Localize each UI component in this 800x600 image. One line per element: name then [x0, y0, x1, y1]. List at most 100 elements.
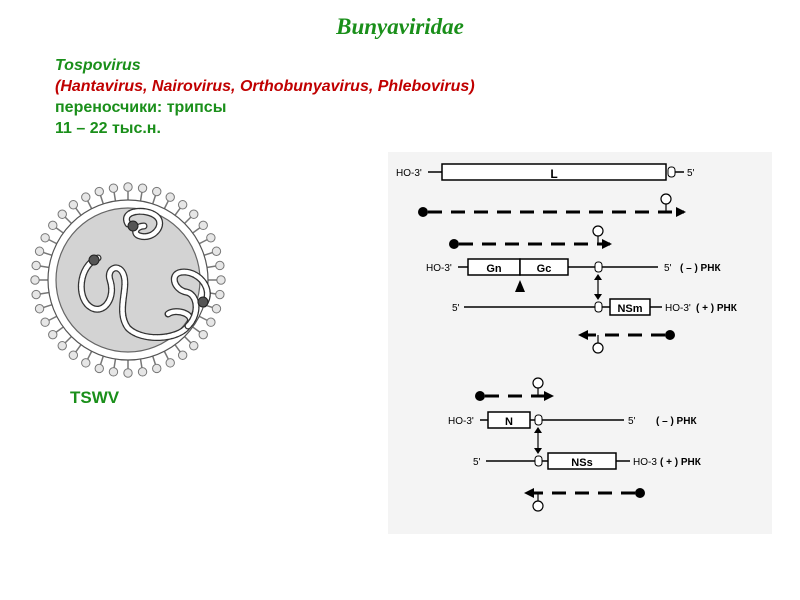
spike-head [177, 350, 188, 360]
spike-head [216, 275, 226, 285]
spike-head [40, 317, 50, 327]
S-terminator [534, 414, 543, 426]
spike-head [152, 363, 162, 374]
spike-head [81, 192, 91, 202]
S-top-polarity: ( – ) РНК [656, 416, 697, 427]
glycoprotein-spike [86, 350, 93, 361]
glycoprotein-spike [173, 206, 182, 217]
NSm-transcript-start [665, 330, 675, 340]
M-cap-icon [592, 225, 604, 237]
spike-head [211, 304, 222, 314]
spike-head [123, 368, 133, 378]
spike-head [31, 260, 41, 271]
spike-head [189, 209, 199, 219]
M-segment: HO-3' Gn Gc 5' ( – ) РНК 5' NSm HO-3' ( … [426, 225, 738, 354]
M-top-right-end: 5' [664, 263, 672, 274]
glycoprotein-spike [38, 265, 51, 269]
spike-head [108, 367, 119, 377]
Gc-gene-label: Gc [537, 263, 552, 275]
glycoprotein-spike [139, 190, 143, 203]
M-terminator [594, 261, 603, 273]
other-genera: (Hantavirus, Nairovirus, Orthobunyavirus… [55, 78, 475, 95]
glycoprotein-spike [86, 199, 93, 210]
genome-size: 11 – 22 тыс.н. [55, 120, 161, 137]
NSs-cap-icon [532, 500, 544, 512]
genome-organisation-diagram: HO-3' L 5' HO-3' Gn Gc 5' ( – ) РНК 5' [388, 152, 772, 534]
N-gene-label: N [505, 416, 513, 428]
L-terminator [667, 166, 676, 178]
S-top-left-end: HO-3' [448, 416, 474, 427]
spike-head [152, 186, 162, 197]
glycoprotein-spike [191, 325, 202, 334]
spike-head [206, 317, 216, 327]
glycoprotein-spike [191, 226, 202, 235]
spike-head [206, 233, 216, 243]
spike-head [94, 363, 104, 374]
spike-head [34, 304, 45, 314]
L-transcript-start [418, 207, 428, 217]
spike-head [68, 200, 79, 210]
glycoprotein-spike [74, 343, 83, 354]
glycoprotein-spike [151, 354, 157, 366]
S-bottom-right-end: HO-3 [633, 457, 657, 468]
spike-head [198, 220, 208, 231]
spike-head [81, 358, 91, 368]
L-cap-icon [660, 193, 672, 205]
glycoprotein-spike [183, 215, 193, 225]
spike-head [215, 260, 225, 271]
spike-head [108, 183, 119, 193]
virion-spikes [30, 182, 226, 378]
S-bottom-polarity: ( + ) РНК [660, 457, 702, 468]
spike-head [137, 183, 148, 193]
spike-head [215, 289, 225, 300]
glycoprotein-spike [113, 357, 117, 370]
S-cap-icon [532, 377, 544, 389]
glycoprotein-spike [173, 343, 182, 354]
M-transcript-start [449, 239, 459, 249]
NSm-gene-label: NSm [617, 303, 642, 315]
L-left-end: HO-3' [396, 168, 422, 179]
M-bottom-polarity: ( + ) РНК [696, 303, 738, 314]
spike-head [57, 341, 67, 351]
glycoprotein-spike [139, 357, 143, 370]
S-bottom-left-end: 5' [473, 457, 481, 468]
NSs-gene-label: NSs [571, 457, 592, 469]
glycoprotein-spike [42, 303, 54, 309]
ribonucleoprotein-strands [77, 207, 211, 342]
spike-head [165, 192, 175, 202]
glycoprotein-spike [47, 315, 58, 322]
spike-head [57, 209, 67, 219]
polymerase-dot [127, 220, 139, 232]
spike-head [189, 341, 199, 351]
spike-head [177, 200, 188, 210]
L-right-end: 5' [687, 168, 695, 179]
glycoprotein-spike [42, 251, 54, 257]
virion-label: TSWV [70, 388, 120, 407]
glycoprotein-spike [47, 238, 58, 245]
genus-name: Tospovirus [55, 57, 141, 74]
L-gene-box [441, 163, 667, 181]
glycoprotein-spike [54, 325, 65, 334]
spike-head [48, 220, 58, 231]
spike-head [30, 275, 40, 285]
spike-head [198, 329, 208, 340]
spike-head [34, 246, 45, 256]
diagram-background [388, 152, 772, 534]
virion-illustration [30, 182, 226, 378]
M-top-left-end: HO-3' [426, 263, 452, 274]
L-gene-label: L [550, 167, 557, 181]
glycoprotein-spike [151, 194, 157, 206]
glycoprotein-spike [205, 265, 218, 269]
spike-head [31, 289, 41, 300]
polymerase-dot [197, 296, 209, 308]
cleavage-site-marker [515, 280, 525, 292]
spike-head [94, 186, 104, 197]
glycoprotein-spike [63, 335, 73, 345]
M-top-polarity: ( – ) РНК [680, 263, 721, 274]
NSm-cap-icon [592, 342, 604, 354]
glycoprotein-spike [163, 350, 170, 361]
page-title: Bunyaviridae [336, 14, 464, 39]
S-transcript-start [475, 391, 485, 401]
glycoprotein-spike [74, 206, 83, 217]
spike-head [137, 367, 148, 377]
